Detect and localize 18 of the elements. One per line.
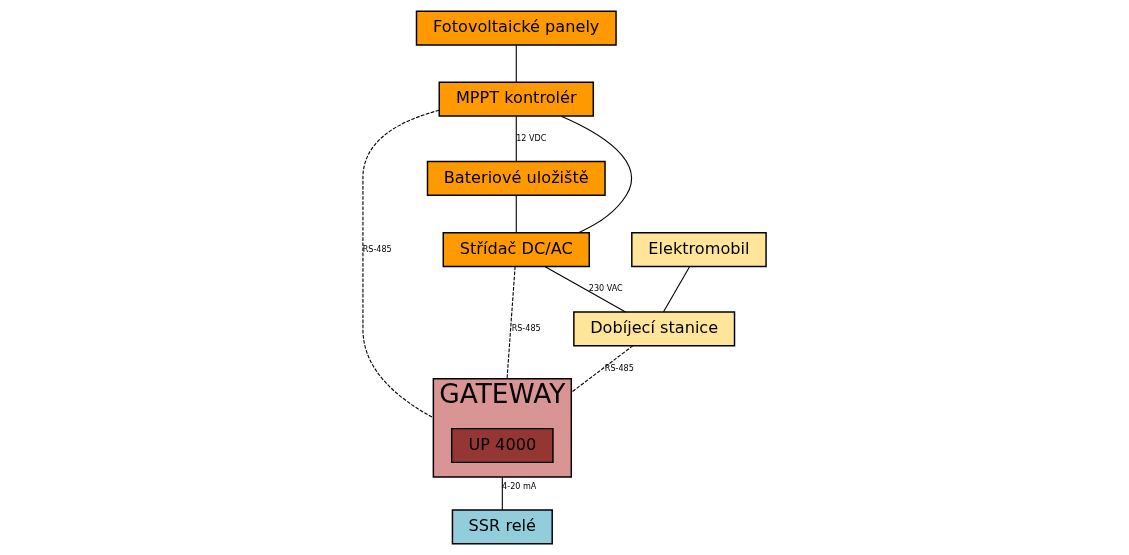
node-box: Střídač DC/AC [442, 232, 590, 268]
node-box: MPPT kontrolér [438, 81, 595, 117]
node-box: Elektromobil [631, 232, 767, 268]
connector [544, 266, 627, 313]
connector [663, 266, 691, 313]
node-box: Dobíjecí stanice [573, 311, 736, 347]
connector [560, 115, 633, 234]
connector [362, 109, 440, 419]
connector [515, 115, 517, 162]
connector [515, 44, 517, 83]
connector [501, 476, 503, 511]
connector [515, 194, 517, 234]
connector [570, 345, 634, 394]
node-box: Bateriové uložiště [426, 160, 606, 197]
connector [506, 266, 516, 380]
node-box: UP 4000 [450, 427, 554, 464]
node-box: SSR relé [451, 509, 553, 545]
node-box: Fotovoltaické panely [415, 10, 617, 46]
